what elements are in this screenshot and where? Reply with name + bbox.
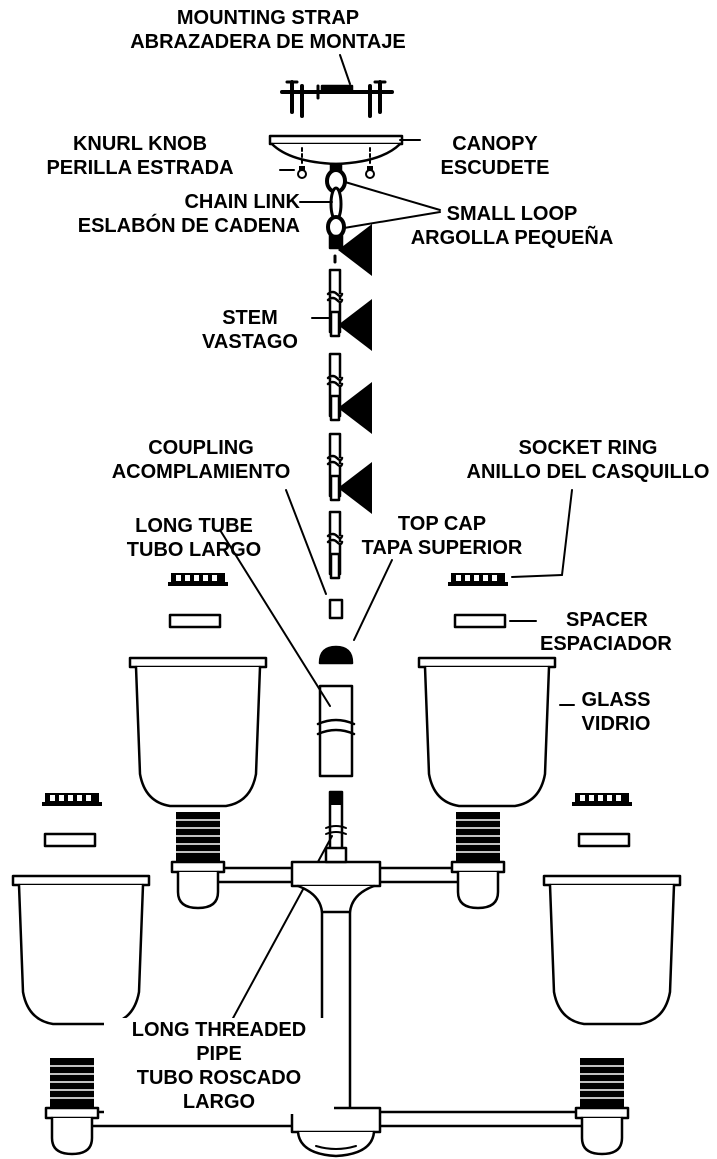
label-chain-link-es: ESLABÓN DE CADENA (77, 215, 300, 237)
coupling-part (328, 598, 344, 620)
label-stem-en: STEM (222, 307, 278, 329)
spacer-upper-right (453, 613, 507, 629)
socket-ring-upper-right (446, 571, 510, 588)
knurl-knob-right (365, 147, 375, 179)
label-coupling-en: COUPLING (148, 437, 254, 459)
label-mounting-strap: MOUNTING STRAP ABRAZADERA DE MONTAJE (118, 6, 418, 54)
leader-long-tube (219, 529, 331, 707)
label-chain-link: CHAIN LINK ESLABÓN DE CADENA (56, 190, 300, 238)
direction-arrows (336, 222, 374, 516)
label-long-tube: LONG TUBE TUBO LARGO (108, 514, 280, 562)
label-long-tube-es: TUBO LARGO (126, 539, 262, 561)
glass-lower-right (542, 874, 682, 1026)
label-long-tube-en: LONG TUBE (135, 515, 253, 537)
label-small-loop-es: ARGOLLA PEQUEÑA (410, 227, 614, 249)
label-long-threaded-pipe-line4: LARGO (182, 1091, 256, 1113)
label-small-loop-en: SMALL LOOP (446, 203, 578, 225)
label-chain-link-en: CHAIN LINK (184, 191, 300, 213)
leader-socket-ring-2 (561, 489, 573, 576)
label-spacer-en: SPACER (566, 609, 648, 631)
knurl-knob-left (297, 147, 307, 179)
canopy-part (268, 134, 404, 174)
label-stem-es: VASTAGO (202, 331, 298, 353)
leader-mounting-strap (339, 54, 351, 85)
label-canopy-en: CANOPY (452, 133, 538, 155)
label-canopy-es: ESCUDETE (440, 157, 550, 179)
spacer-upper-left (168, 613, 222, 629)
label-coupling-es: ACOMPLAMIENTO (111, 461, 291, 483)
label-spacer-es: ESPACIADOR (540, 633, 672, 655)
label-glass: GLASS VIDRIO (560, 688, 672, 736)
label-small-loop: SMALL LOOP ARGOLLA PEQUEÑA (390, 202, 634, 250)
label-socket-ring-en: SOCKET RING (518, 437, 658, 459)
top-cap-part (318, 645, 354, 665)
socket-ring-lower-left (40, 791, 104, 808)
label-mounting-strap-en: MOUNTING STRAP (176, 7, 360, 29)
label-glass-es: VIDRIO (581, 713, 651, 735)
label-glass-en: GLASS (581, 689, 651, 711)
glass-upper-left (128, 656, 268, 808)
leader-socket-ring (511, 574, 563, 578)
mounting-strap (280, 80, 394, 118)
long-tube-part (316, 684, 356, 778)
label-canopy: CANOPY ESCUDETE (422, 132, 568, 180)
leader-small-loop-2 (343, 211, 441, 229)
label-top-cap: TOP CAP TAPA SUPERIOR (342, 512, 542, 560)
label-top-cap-es: TAPA SUPERIOR (361, 537, 523, 559)
label-long-threaded-pipe-line2: PIPE (196, 1043, 242, 1065)
socket-ring-upper-left (166, 571, 230, 588)
glass-upper-right (417, 656, 557, 808)
upper-arms (170, 810, 506, 914)
label-mounting-strap-es: ABRAZADERA DE MONTAJE (130, 31, 406, 53)
label-top-cap-en: TOP CAP (397, 513, 487, 535)
leader-small-loop-1 (344, 181, 441, 211)
label-knurl-knob-en: KNURL KNOB (72, 133, 208, 155)
socket-ring-lower-right (570, 791, 634, 808)
stem-segments (326, 254, 344, 580)
label-long-threaded-pipe-line3: TUBO ROSCADO (136, 1067, 302, 1089)
label-coupling: COUPLING ACOMPLAMIENTO (86, 436, 316, 484)
chain-assembly (325, 168, 347, 250)
leader-top-cap (353, 559, 393, 641)
label-socket-ring-es: ANILLO DEL CASQUILLO (466, 461, 710, 483)
glass-lower-left (11, 874, 151, 1026)
label-knurl-knob: KNURL KNOB PERILLA ESTRADA (2, 132, 278, 180)
spacer-lower-left (43, 832, 97, 848)
label-spacer: SPACER ESPACIADOR (540, 608, 716, 656)
label-knurl-knob-es: PERILLA ESTRADA (46, 157, 234, 179)
label-stem: STEM VASTAGO (190, 306, 310, 354)
label-long-threaded-pipe-line1: LONG THREADED (131, 1019, 307, 1041)
label-long-threaded-pipe: LONG THREADED PIPE TUBO ROSCADO LARGO (104, 1018, 334, 1114)
label-socket-ring: SOCKET RING ANILLO DEL CASQUILLO (458, 436, 717, 484)
spacer-lower-right (577, 832, 631, 848)
leader-coupling (285, 489, 327, 595)
